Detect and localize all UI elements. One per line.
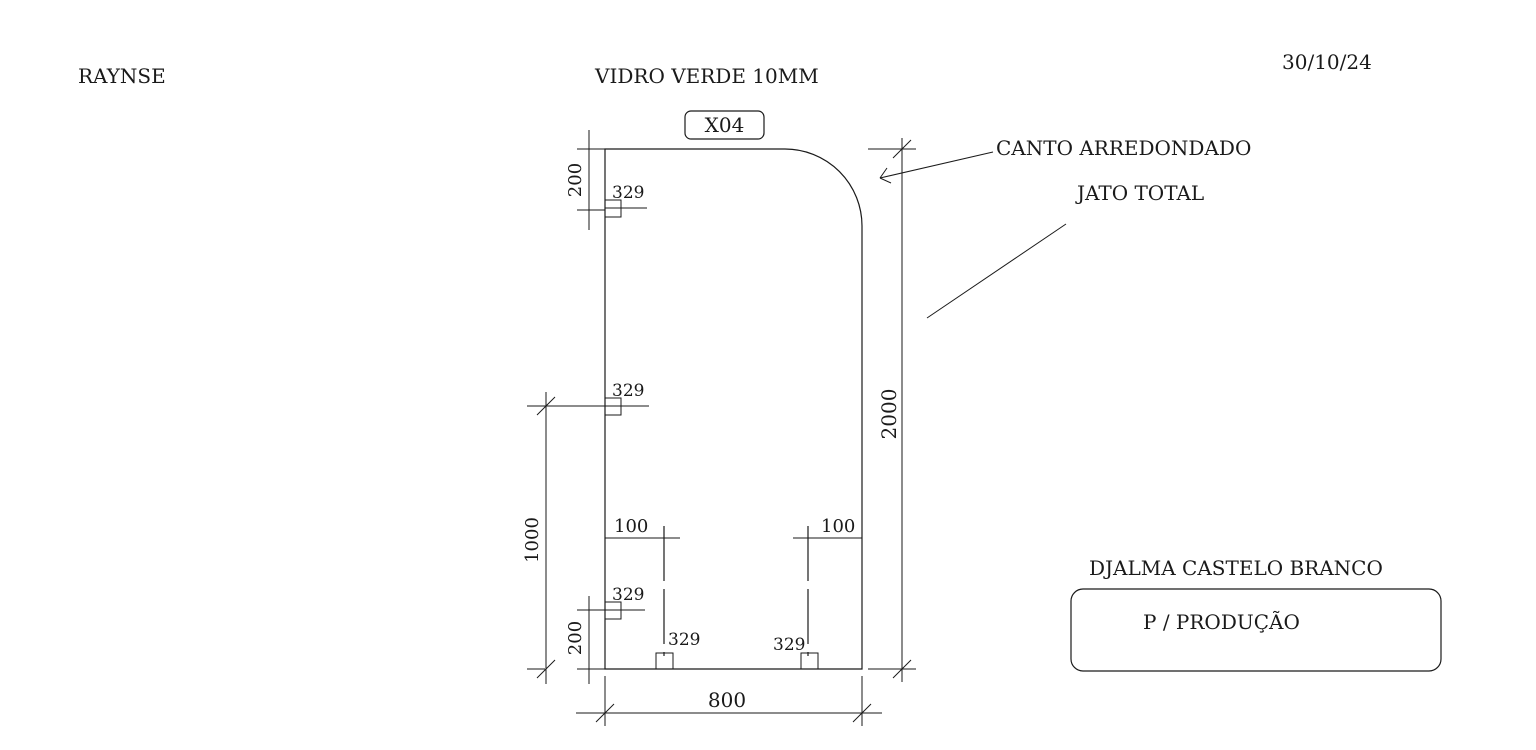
stamp-text: P / PRODUÇÃO bbox=[1143, 610, 1300, 634]
middle-offset-value: 1000 bbox=[522, 517, 543, 563]
bottom-offset-value: 200 bbox=[565, 621, 586, 655]
height-dimension-value: 2000 bbox=[877, 389, 901, 440]
piece-code: X04 bbox=[705, 113, 745, 137]
fitting-bottom-left-label: 329 bbox=[668, 630, 700, 650]
corner-leader-line bbox=[879, 151, 994, 179]
middle-offset-tick-top bbox=[536, 396, 556, 416]
middle-offset-tick-bottom bbox=[536, 659, 556, 679]
finish-leader-line bbox=[926, 223, 1067, 319]
location-label: DJALMA CASTELO BRANCO bbox=[1089, 556, 1383, 580]
date-label: 30/10/24 bbox=[1282, 50, 1372, 74]
width-dimension-value: 800 bbox=[708, 688, 746, 712]
piece-code-box bbox=[684, 110, 765, 140]
fitting-bottom-right-label: 329 bbox=[773, 635, 805, 655]
height-dim-tick-bottom bbox=[892, 659, 912, 679]
corner-note: CANTO ARREDONDADO bbox=[996, 136, 1251, 160]
height-dim-tick-top bbox=[892, 139, 912, 159]
client-name: RAYNSE bbox=[78, 64, 166, 88]
hinge-left-middle-label: 329 bbox=[612, 381, 644, 401]
hinge-left-top-label: 329 bbox=[612, 183, 644, 203]
fitting-bottom-right bbox=[800, 652, 819, 670]
top-offset-value: 200 bbox=[565, 163, 586, 197]
hinge-left-bottom-label: 329 bbox=[612, 585, 644, 605]
corner-arrowhead bbox=[879, 167, 892, 184]
fitting-bottom-left bbox=[655, 652, 674, 670]
material-title: VIDRO VERDE 10MM bbox=[594, 64, 819, 88]
right-margin-value: 100 bbox=[821, 516, 855, 537]
left-margin-value: 100 bbox=[614, 516, 648, 537]
stamp-box bbox=[1070, 588, 1442, 672]
width-dim-tick-left bbox=[595, 703, 615, 723]
width-dim-tick-right bbox=[852, 703, 872, 723]
finish-note: JATO TOTAL bbox=[1075, 181, 1204, 205]
glass-outline bbox=[604, 148, 863, 670]
